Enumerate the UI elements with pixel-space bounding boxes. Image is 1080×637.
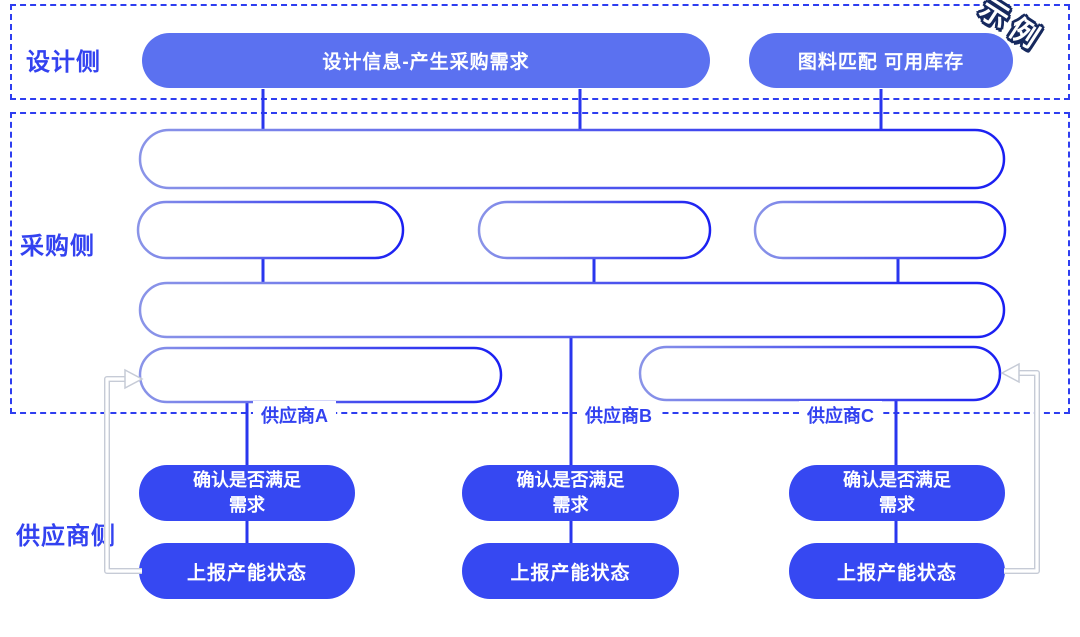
- supplier-b-tag: 供应商B: [577, 401, 660, 429]
- supplier-b-report-node: 上报产能状态: [462, 543, 679, 599]
- supplier-a-tag: 供应商A: [253, 401, 336, 429]
- design-node-purchase-demand: 设计信息-产生采购需求: [142, 33, 710, 88]
- design-node-material-match: 图料匹配 可用库存: [749, 33, 1013, 88]
- flow-node-row2b: [477, 200, 712, 260]
- flow-node-row2c: [753, 200, 1007, 260]
- flow-node-row3: [138, 281, 1006, 339]
- supplier-a-report-node: 上报产能状态: [139, 543, 355, 599]
- supplier-section-label: 供应商侧: [16, 523, 116, 550]
- flow-node-row4b: [638, 345, 1002, 402]
- supplier-c-confirm-node: 确认是否满足 需求: [789, 465, 1005, 521]
- design-section-box: [10, 4, 1070, 100]
- procurement-section-box: [10, 112, 1070, 414]
- procurement-section-label: 采购侧: [20, 233, 95, 260]
- supplier-c-tag: 供应商C: [799, 401, 882, 429]
- connector-lines: [245, 89, 900, 544]
- flow-node-row2a: [136, 200, 405, 260]
- feedback-arrowhead-left-icon: [124, 368, 144, 390]
- feedback-arrow-right: [1004, 371, 1039, 573]
- feedback-arrowhead-right-icon: [1000, 362, 1020, 384]
- supplier-b-confirm-node: 确认是否满足 需求: [462, 465, 679, 521]
- feedback-arrow-left: [105, 377, 142, 573]
- feedback-arrow-right-outline: [1004, 370, 1040, 574]
- flow-node-row1: [138, 128, 1006, 190]
- supplier-a-confirm-node: 确认是否满足 需求: [139, 465, 355, 521]
- design-section-label: 设计侧: [26, 49, 101, 76]
- feedback-arrow-left-outline: [104, 376, 142, 574]
- supplier-c-report-node: 上报产能状态: [789, 543, 1005, 599]
